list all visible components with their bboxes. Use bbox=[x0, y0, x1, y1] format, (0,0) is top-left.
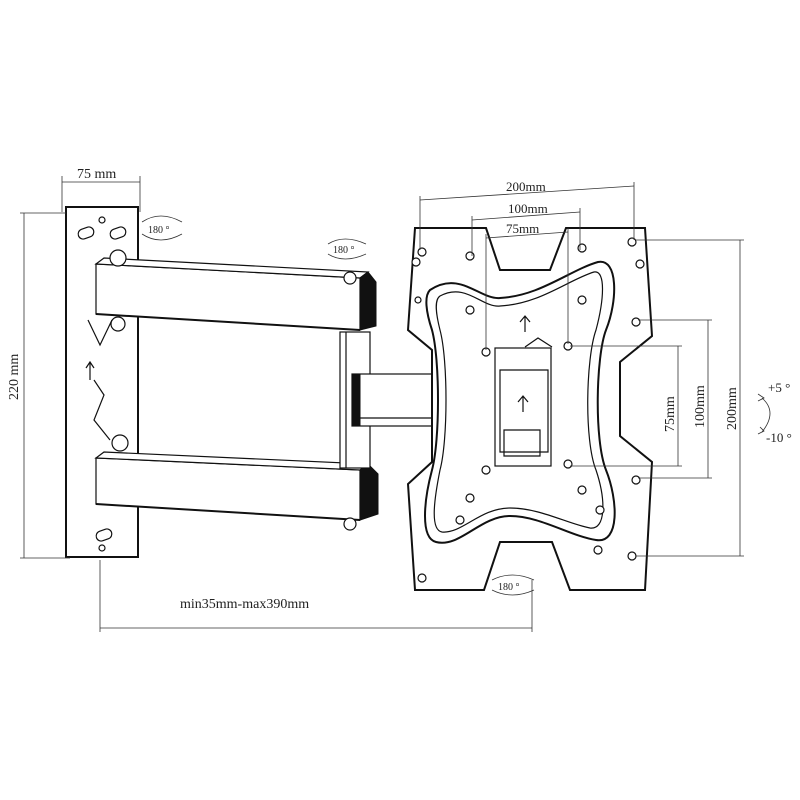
vesa-plate bbox=[406, 227, 654, 591]
tilt-down-label: -10 ° bbox=[766, 430, 792, 445]
lower-arm bbox=[94, 434, 379, 531]
wall-plate-height-label: 220 mm bbox=[7, 354, 22, 400]
vesa-width-75-label: 75mm bbox=[506, 221, 539, 236]
vesa-width-100-label: 100mm bbox=[508, 201, 548, 216]
wall-plate-width-label: 75 mm bbox=[77, 167, 116, 182]
vesa-width-75-dimension: 75mm bbox=[485, 221, 569, 350]
arm-hinge bbox=[339, 331, 433, 469]
arm-rotation-badge: 180 ° bbox=[327, 238, 367, 260]
vesa-plate-rotation-label: 180 ° bbox=[498, 582, 520, 593]
vesa-width-200-dimension: 200mm bbox=[419, 179, 635, 250]
arm-rotation-label: 180 ° bbox=[333, 245, 355, 256]
vesa-height-200-label: 200mm bbox=[725, 387, 740, 430]
vesa-height-100-label: 100mm bbox=[693, 385, 708, 428]
vesa-height-200-dimension: 200mm bbox=[636, 239, 744, 557]
vesa-width-200-label: 200mm bbox=[506, 179, 546, 194]
wall-plate-width-dimension: 75 mm bbox=[61, 167, 141, 212]
vesa-width-100-dimension: 100mm bbox=[471, 201, 581, 256]
vesa-height-75-label: 75mm bbox=[663, 396, 678, 432]
wall-plate-rotation-badge: 180 ° bbox=[141, 215, 183, 241]
wall-plate bbox=[65, 206, 139, 558]
vesa-height-75-dimension: 75mm bbox=[570, 345, 682, 467]
vesa-holes bbox=[411, 237, 645, 583]
wall-plate-height-dimension: 220 mm bbox=[7, 212, 70, 559]
extension-dimension: min35mm-max390mm bbox=[99, 560, 533, 632]
tilt-indicator: +5 ° -10 ° bbox=[757, 380, 792, 445]
extension-label: min35mm-max390mm bbox=[180, 597, 309, 612]
vesa-plate-rotation-badge: 180 ° bbox=[491, 574, 535, 596]
upper-arm bbox=[94, 249, 377, 332]
tilt-up-label: +5 ° bbox=[768, 380, 790, 395]
vesa-height-100-dimension: 100mm bbox=[638, 319, 712, 479]
wall-plate-rotation-label: 180 ° bbox=[148, 225, 170, 236]
